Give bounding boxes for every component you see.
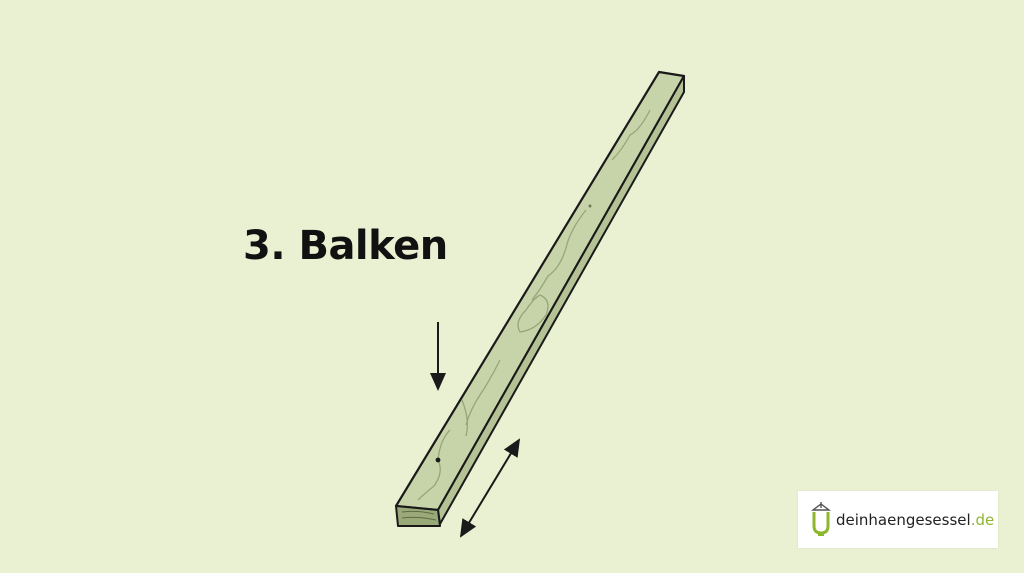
brand-logo[interactable]: deinhaengesessel.de [798, 491, 998, 548]
beam-top-face [394, 70, 686, 512]
beam-right-face [437, 75, 685, 525]
page-title: 3. Balken [243, 223, 448, 269]
knot-mark [588, 204, 592, 208]
brand-name: deinhaengesessel.de [836, 511, 994, 529]
hanging-chair-icon [810, 502, 832, 536]
brand-tld: .de [970, 511, 995, 529]
double-arrow-icon [459, 438, 521, 538]
nail-mark [435, 457, 441, 463]
wood-grain [417, 109, 651, 501]
beam-end-face [395, 505, 441, 527]
brand-name-main: deinhaengesessel [836, 511, 971, 529]
